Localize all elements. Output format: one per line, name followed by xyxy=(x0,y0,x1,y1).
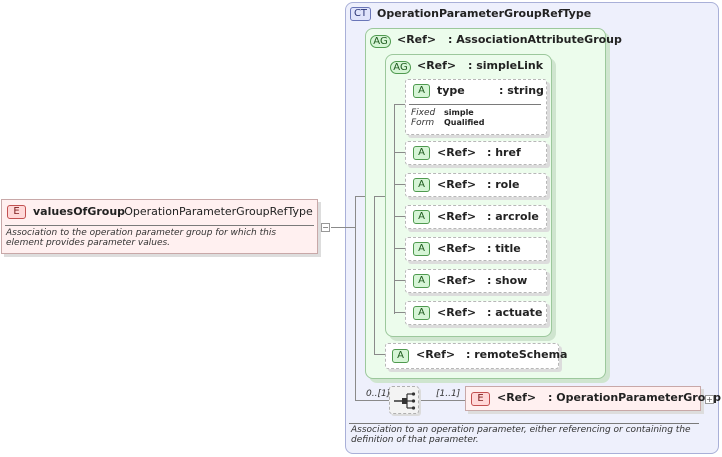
connector-arcrole xyxy=(394,216,405,217)
sequence-multiplicity: 0..[1] xyxy=(366,389,391,399)
attribute-href-badge: A xyxy=(413,146,430,160)
root-element-type: : OperationParameterGroupRefType xyxy=(117,205,313,218)
child-element-name: : OperationParameterGroup xyxy=(548,391,721,404)
complex-type-divider xyxy=(349,423,699,424)
connector-sequence xyxy=(355,400,389,401)
complex-type-name: OperationParameterGroupRefType xyxy=(377,7,592,20)
type-attribute-badge: A xyxy=(413,84,430,98)
child-element-badge: E xyxy=(471,392,490,406)
attribute-href-ref: <Ref> xyxy=(437,146,477,159)
type-form-label: Form xyxy=(411,118,435,128)
connector-show xyxy=(394,280,405,281)
sequence-compositor[interactable] xyxy=(389,386,419,414)
simple-link-ref: <Ref> xyxy=(417,59,457,72)
type-attribute-type: : string xyxy=(499,84,544,97)
sequence-icon xyxy=(394,392,416,410)
attribute-role-name: : role xyxy=(487,178,520,191)
complex-type-description: Association to an operation parameter, e… xyxy=(351,425,691,445)
connector-simple-link xyxy=(374,196,385,197)
attribute-arcrole-ref: <Ref> xyxy=(437,210,477,223)
attribute-show-badge: A xyxy=(413,274,430,288)
type-attribute-box[interactable] xyxy=(405,79,547,135)
root-connector-vertical xyxy=(355,196,356,401)
root-element-description: Association to the operation parameter g… xyxy=(6,228,277,248)
connector-child-element xyxy=(419,400,465,401)
attribute-show-ref: <Ref> xyxy=(437,274,477,287)
root-element-box[interactable] xyxy=(1,199,318,254)
attribute-remote-schema-ref: <Ref> xyxy=(416,348,456,361)
attribute-title-ref: <Ref> xyxy=(437,242,477,255)
association-attribute-group-badge: AG xyxy=(370,35,391,48)
attribute-arcrole-badge: A xyxy=(413,210,430,224)
attribute-href-name: : href xyxy=(487,146,521,159)
child-expand-button[interactable]: + xyxy=(705,395,714,404)
connector-attribute-group xyxy=(355,196,365,197)
attribute-remote-schema-badge: A xyxy=(392,349,409,363)
type-fixed-value: simple xyxy=(444,108,474,117)
type-attribute-name: type xyxy=(437,84,465,97)
attribute-role-badge: A xyxy=(413,178,430,192)
outer-group-bracket xyxy=(374,196,375,354)
attribute-actuate-ref: <Ref> xyxy=(437,306,477,319)
connector-remote-schema xyxy=(374,354,385,355)
child-element-ref: <Ref> xyxy=(497,391,537,404)
connector-title xyxy=(394,248,405,249)
connector-href xyxy=(394,152,405,153)
attribute-title-name: : title xyxy=(487,242,521,255)
connector-actuate xyxy=(394,312,405,313)
type-form-value: Qualified xyxy=(444,118,485,127)
attribute-remote-schema-name: : remoteSchema xyxy=(466,348,568,361)
attribute-arcrole-name: : arcrole xyxy=(487,210,539,223)
association-attribute-group-name: : AssociationAttributeGroup xyxy=(448,33,622,46)
type-fixed-label: Fixed xyxy=(411,108,436,118)
attribute-remote-schema-box[interactable] xyxy=(385,343,559,369)
simple-link-badge: AG xyxy=(390,61,411,74)
child-element-box[interactable] xyxy=(465,386,701,411)
connector-type xyxy=(394,104,405,105)
simple-link-bracket xyxy=(394,104,395,314)
attribute-show-name: : show xyxy=(487,274,528,287)
attribute-title-badge: A xyxy=(413,242,430,256)
child-element-multiplicity: [1..1] xyxy=(436,389,461,399)
connector-role xyxy=(394,184,405,185)
root-connector-horizontal xyxy=(331,227,355,228)
root-element-name: valuesOfGroup xyxy=(33,205,126,218)
root-collapse-button[interactable]: − xyxy=(321,223,330,232)
complex-type-badge: CT xyxy=(350,7,371,21)
attribute-role-ref: <Ref> xyxy=(437,178,477,191)
attribute-actuate-badge: A xyxy=(413,306,430,320)
simple-link-name: : simpleLink xyxy=(468,59,544,72)
association-attribute-group-ref: <Ref> xyxy=(397,33,437,46)
root-element-badge: E xyxy=(7,205,26,219)
root-element-divider xyxy=(5,225,314,226)
attribute-actuate-name: : actuate xyxy=(487,306,543,319)
type-attribute-divider xyxy=(409,104,541,105)
